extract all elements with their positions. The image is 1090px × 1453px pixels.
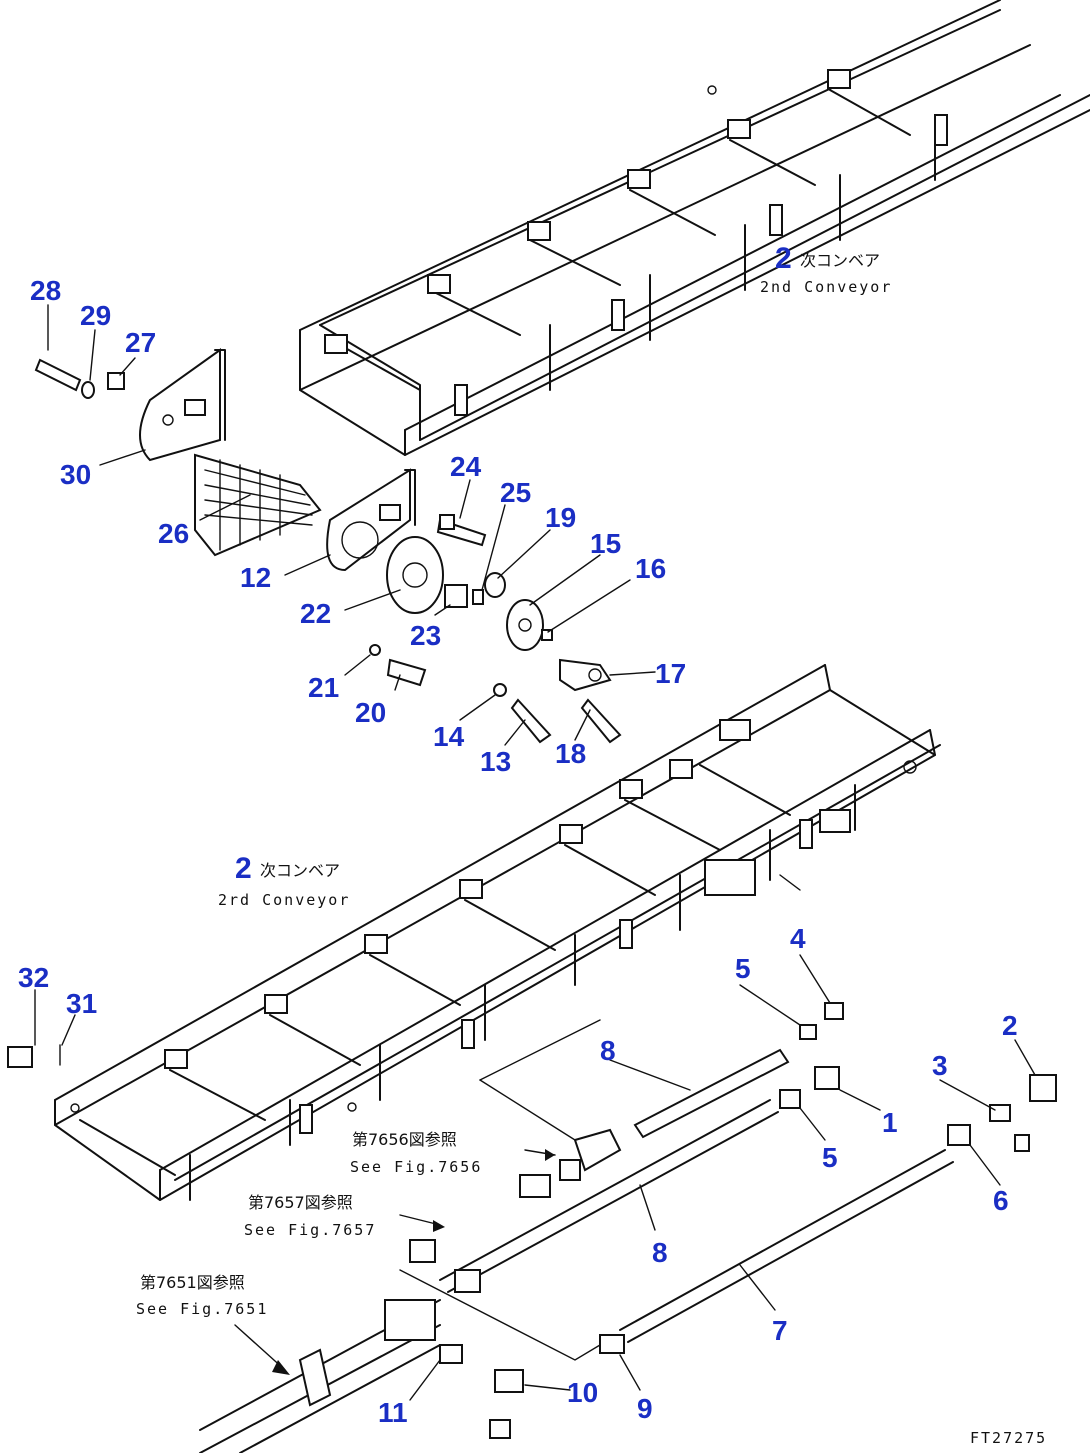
- reference-jp-7656: 第7656図参照: [352, 1130, 457, 1149]
- lower-conveyor-frame: [54, 664, 941, 1201]
- part-number: 2: [1002, 1010, 1018, 1041]
- part-number: 16: [635, 553, 666, 584]
- part-number: 32: [18, 962, 49, 993]
- part-number: 26: [158, 518, 189, 549]
- part-number: 7: [772, 1315, 788, 1346]
- reference-fig-7657: 第7657図参照 See Fig.7657: [244, 1193, 376, 1239]
- part-number: 24: [450, 451, 482, 482]
- part-number: 27: [125, 327, 156, 358]
- part-number: 15: [590, 528, 621, 559]
- bolt-32-31: [7, 1044, 61, 1068]
- part-number: 14: [433, 721, 465, 752]
- part-number: 13: [480, 746, 511, 777]
- reference-fig-7656: 第7656図参照 See Fig.7656: [350, 1130, 482, 1176]
- part-number: 18: [555, 738, 586, 769]
- part-number: 4: [790, 923, 806, 954]
- part-number: 1: [882, 1107, 898, 1138]
- part-number: 12: [240, 562, 271, 593]
- part-number: 22: [300, 598, 331, 629]
- hydraulic-parts: [199, 1002, 1057, 1453]
- part-number: 8: [600, 1035, 616, 1066]
- drawing-code: FT27275: [970, 1429, 1047, 1447]
- reference-en-7651: See Fig.7651: [136, 1300, 268, 1318]
- conveyor-label-lower: 2 次コンベア 2rd Conveyor: [218, 852, 350, 909]
- part-number: 9: [637, 1393, 653, 1424]
- conveyor-number-upper: 2: [775, 242, 792, 275]
- part-number: 28: [30, 275, 61, 306]
- part-number: 31: [66, 988, 97, 1019]
- part-number: 5: [822, 1142, 838, 1173]
- conveyor-number-lower: 2: [235, 852, 252, 885]
- conveyor-label-upper: 2 次コンベア 2nd Conveyor: [760, 242, 892, 296]
- leader-lines: [34, 304, 1036, 1401]
- reference-jp-7651: 第7651図参照: [140, 1273, 245, 1292]
- part-number: 17: [655, 658, 686, 689]
- reference-jp-7657: 第7657図参照: [248, 1193, 353, 1212]
- reference-fig-7651: 第7651図参照 See Fig.7651: [136, 1273, 268, 1318]
- part-number: 21: [308, 672, 339, 703]
- part-number: 25: [500, 477, 531, 508]
- conveyor-jp-lower: 次コンベア: [260, 861, 340, 880]
- part-number: 23: [410, 620, 441, 651]
- reference-en-7657: See Fig.7657: [244, 1221, 376, 1239]
- part-number: 19: [545, 502, 576, 533]
- part-number: 5: [735, 953, 751, 984]
- part-number: 29: [80, 300, 111, 331]
- part-number: 30: [60, 459, 91, 490]
- pulley-assembly: [34, 348, 622, 744]
- upper-conveyor-frame: [299, 0, 1090, 456]
- part-number-labels: 28 29 27 30 26 12 22 21 20 24 25 23 19 1…: [18, 275, 1018, 1428]
- conveyor-jp-upper: 次コンベア: [800, 251, 880, 270]
- conveyor-en-lower: 2rd Conveyor: [218, 891, 350, 909]
- part-number: 3: [932, 1050, 948, 1081]
- reference-en-7656: See Fig.7656: [350, 1158, 482, 1176]
- part-number: 20: [355, 697, 386, 728]
- part-number: 6: [993, 1185, 1009, 1216]
- part-number: 10: [567, 1377, 598, 1408]
- conveyor-en-upper: 2nd Conveyor: [760, 278, 892, 296]
- part-number: 8: [652, 1237, 668, 1268]
- part-number: 11: [378, 1397, 408, 1428]
